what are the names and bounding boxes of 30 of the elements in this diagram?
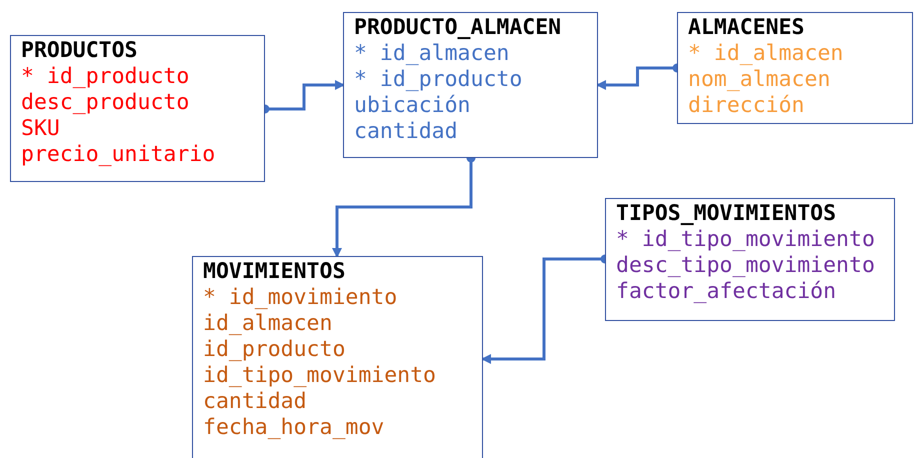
table-name: ALMACENES bbox=[688, 15, 804, 41]
table-box bbox=[677, 12, 913, 124]
field-name: id_almacen bbox=[203, 311, 332, 337]
table-box bbox=[605, 198, 895, 321]
field-name: ubicación bbox=[354, 93, 470, 119]
field-name: desc_tipo_movimiento bbox=[616, 253, 875, 279]
field-name: * id_tipo_movimiento bbox=[616, 227, 875, 253]
field-name: desc_producto bbox=[21, 90, 190, 116]
table-box bbox=[343, 12, 598, 158]
table-box bbox=[192, 256, 483, 458]
table-name: TIPOS_MOVIMIENTOS bbox=[616, 201, 836, 227]
table-name: PRODUCTOS bbox=[21, 38, 138, 64]
field-name: dirección bbox=[688, 93, 804, 119]
field-name: nom_almacen bbox=[688, 67, 830, 93]
field-name: * id_producto bbox=[354, 67, 522, 93]
field-name: id_producto bbox=[203, 337, 346, 363]
field-name: SKU bbox=[21, 116, 60, 142]
field-name: * id_almacen bbox=[688, 41, 844, 67]
field-name: cantidad bbox=[203, 389, 307, 415]
field-name: * id_producto bbox=[21, 64, 190, 90]
field-name: fecha_hora_mov bbox=[203, 415, 384, 441]
table-box bbox=[10, 35, 265, 182]
table-name: MOVIMIENTOS bbox=[203, 259, 346, 285]
field-name: * id_almacen bbox=[354, 41, 510, 67]
field-name: cantidad bbox=[354, 119, 458, 145]
table-name: PRODUCTO_ALMACEN bbox=[354, 15, 562, 41]
field-name: * id_movimiento bbox=[203, 285, 398, 311]
field-name: factor_afectación bbox=[616, 279, 836, 305]
field-name: id_tipo_movimiento bbox=[203, 363, 436, 389]
field-name: precio_unitario bbox=[21, 142, 216, 168]
